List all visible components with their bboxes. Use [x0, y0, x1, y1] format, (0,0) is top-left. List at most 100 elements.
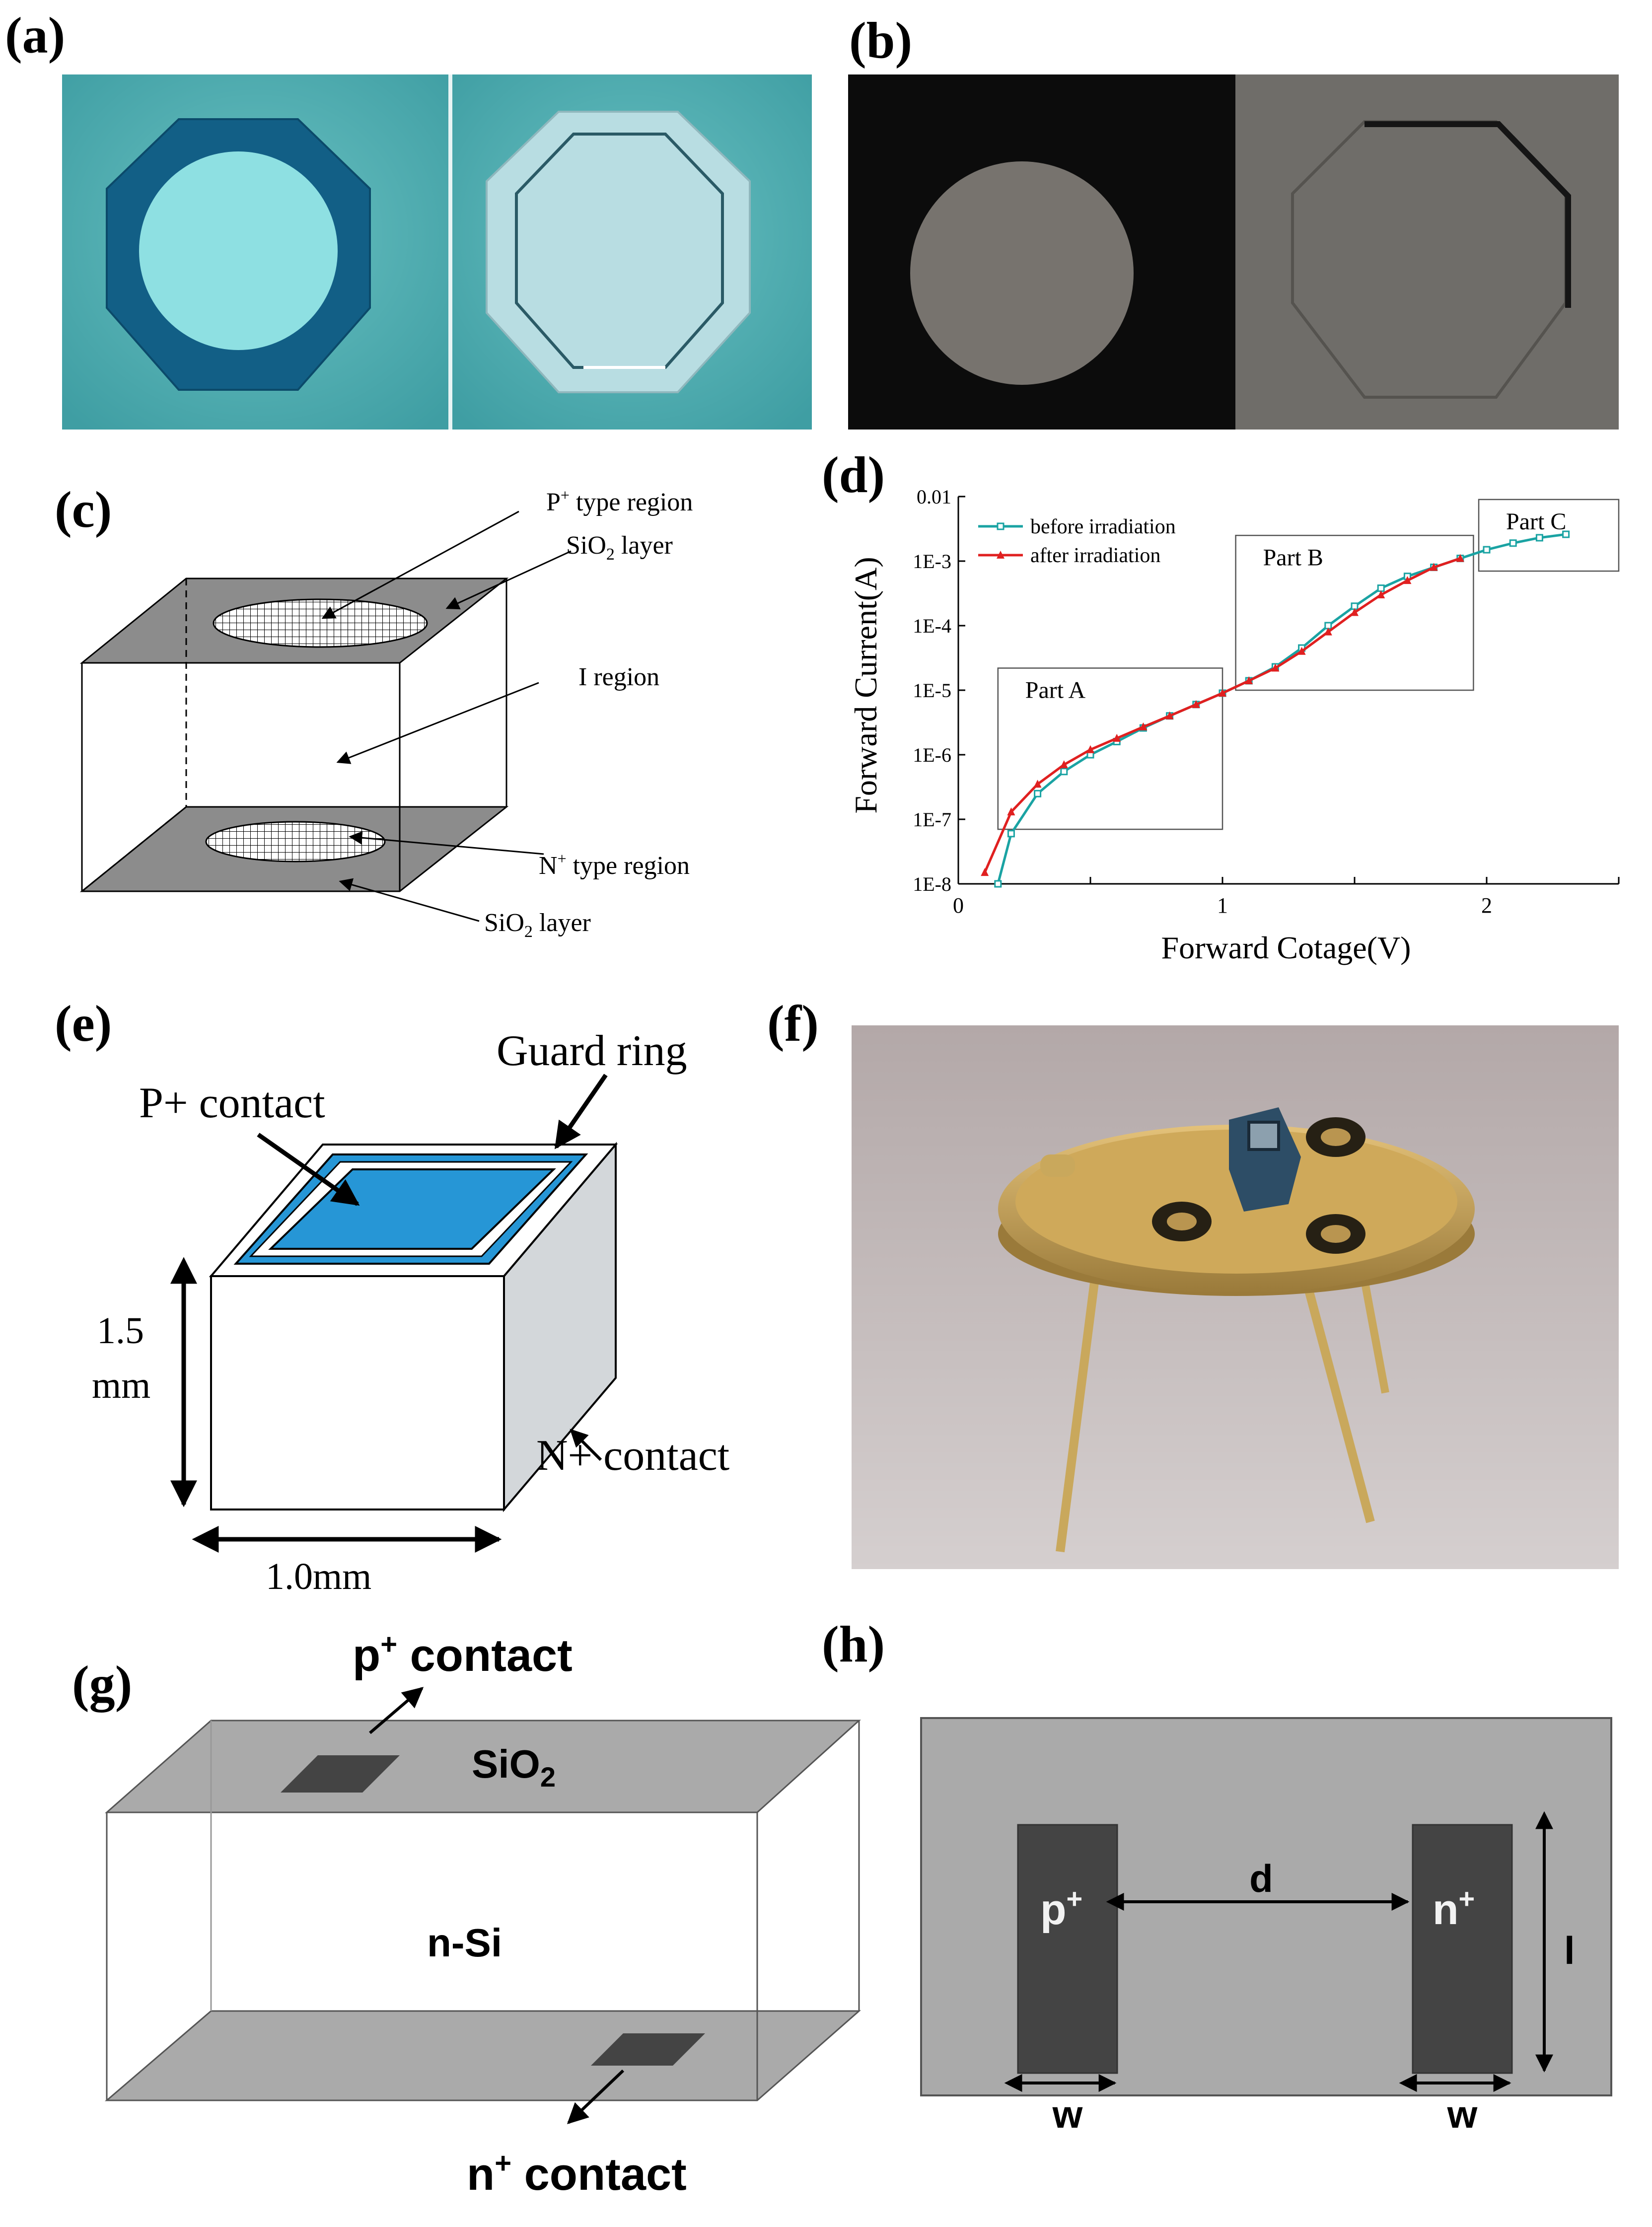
chart-data-point — [1456, 554, 1464, 562]
chart-legend-label: after irradiation — [1030, 544, 1160, 567]
p-contact-label: p+ contact — [353, 1628, 573, 1681]
width-w-left-label: w — [1052, 2092, 1083, 2136]
detector-chip — [1229, 1107, 1301, 1212]
n-type-region — [205, 821, 386, 862]
chart-y-tick-label: 0.01 — [917, 486, 951, 508]
chart-x-axis-label: Forward Cotage(V) — [1161, 930, 1411, 965]
chart-data-point — [1034, 790, 1042, 797]
panel-f-label: (f) — [767, 995, 819, 1052]
width-w-right-label: w — [1447, 2092, 1478, 2136]
chart-data-point — [1297, 647, 1306, 655]
panel-a-photo — [62, 74, 812, 430]
guard-ring-label: Guard ring — [497, 1027, 687, 1075]
chart-data-point — [1033, 780, 1042, 788]
chart-y-tick-label: 1E-4 — [913, 615, 951, 637]
chart-data-point — [1165, 711, 1174, 719]
chart-legend-marker — [997, 551, 1005, 559]
sio2-layer-bottom — [104, 2010, 861, 2101]
panel-b-photo — [848, 74, 1619, 430]
chart-region-box — [1478, 499, 1620, 572]
panel-g-label: (g) — [72, 1655, 133, 1713]
panel-d-chart: 1E-8 1E-7 1E-6 1E-5 1E-4 1E-3 0.01 0 1 2 Part A Pa… — [848, 486, 1620, 965]
p-contact-label: P+ contact — [139, 1079, 325, 1127]
chart-y-tick-label: 1E-3 — [913, 550, 951, 573]
chart-x-tick-label: 2 — [1481, 893, 1492, 918]
chart-data-point — [1086, 745, 1094, 753]
p-contact-pad — [281, 1755, 400, 1793]
panel-e-label: (e) — [55, 995, 112, 1052]
chart-data-point — [1007, 807, 1015, 816]
n-plus-region — [1412, 1824, 1513, 2074]
chart-region-label: Part B — [1263, 544, 1323, 571]
transistor-leg — [1056, 1278, 1099, 1553]
chart-region-box — [1235, 535, 1474, 691]
chart-data-point — [1271, 663, 1280, 672]
panel-a-label: (a) — [5, 7, 66, 64]
height-value-label: 1.5 — [97, 1310, 144, 1352]
n-si-label: n-Si — [427, 1921, 502, 1965]
chart-data-point — [1007, 830, 1015, 838]
length-l-label: l — [1564, 1929, 1575, 1972]
width-label: 1.0mm — [266, 1556, 371, 1597]
panel-b-label: (b) — [849, 12, 913, 69]
n-type-region-label: N+ type region — [539, 850, 690, 880]
chart-data-point — [1562, 530, 1570, 538]
chart-legend-label: before irradiation — [1030, 515, 1176, 538]
panel-c-diagram: P+ type region SiO2 layer I region N+ ty… — [79, 486, 693, 941]
p-plus-label: p+ — [1040, 1883, 1082, 1934]
chart-y-tick-label: 1E-7 — [913, 808, 951, 831]
chart-x-tick-label: 1 — [1217, 893, 1228, 918]
n-plus-label: n+ — [1433, 1883, 1475, 1934]
chart-data-point — [1430, 563, 1438, 571]
chart-data-point — [1535, 534, 1543, 542]
panel-e-diagram: P+ contact Guard ring 1.5 mm N+ contact … — [92, 1027, 729, 1597]
chart-data-point — [1113, 733, 1121, 742]
chart-data-point — [1060, 768, 1068, 776]
chart-data-point — [994, 880, 1002, 888]
chart-y-axis-label: Forward Current(A) — [848, 557, 883, 813]
transistor-leg — [1304, 1287, 1375, 1523]
sio2-bottom-label: SiO2 layer — [484, 909, 591, 941]
chip-front-face — [210, 1275, 505, 1510]
p-plus-region — [1017, 1824, 1118, 2074]
chart-data-point — [1483, 546, 1491, 554]
chart-data-point — [1139, 722, 1148, 730]
p-type-region-label: P+ type region — [546, 486, 693, 516]
sio2-top-label: SiO2 layer — [566, 531, 673, 564]
chart-data-point — [1377, 590, 1385, 598]
panel-d-label: (d) — [822, 446, 885, 503]
chart-y-tick-label: 1E-6 — [913, 744, 951, 766]
p-type-region — [213, 598, 428, 648]
chart-data-point — [1245, 676, 1253, 685]
chart-data-point — [1060, 760, 1068, 769]
chart-y-tick-label: 1E-5 — [913, 679, 951, 702]
chart-data-point — [981, 868, 989, 876]
chart-data-point — [1219, 688, 1226, 697]
sio2-label: SiO2 — [472, 1742, 556, 1793]
height-unit-label: mm — [92, 1365, 150, 1406]
panel-c-label: (c) — [55, 481, 112, 538]
chart-data-point — [1192, 700, 1200, 708]
circular-sample — [910, 161, 1134, 385]
octagon-light-sample — [486, 111, 751, 393]
n-contact-label: N+ contact — [536, 1432, 729, 1480]
chart-data-point — [1377, 584, 1385, 592]
chart-series-line — [997, 533, 1566, 884]
chart-data-point — [1509, 539, 1517, 547]
panel-g-diagram: p+ contact SiO2 n-Si n+ contact — [104, 1628, 861, 2200]
panel-h-diagram: p+ n+ d l w w — [920, 1717, 1612, 2136]
n-contact-pad — [591, 2033, 705, 2066]
distance-d-label: d — [1249, 1857, 1273, 1900]
chart-region-box — [997, 667, 1223, 830]
n-contact-label: n+ contact — [467, 2147, 687, 2200]
chart-x-tick-label: 0 — [953, 893, 964, 918]
panel-f-photo — [852, 1025, 1619, 1569]
chart-region-label: Part A — [1025, 677, 1086, 703]
panel-h-label: (h) — [822, 1616, 885, 1673]
chart-data-point — [1324, 627, 1332, 636]
chart-data-point — [1403, 576, 1412, 584]
chart-region-label: Part C — [1506, 508, 1566, 535]
chart-data-point — [1351, 608, 1359, 616]
i-region-label: I region — [578, 663, 659, 691]
chart-y-tick-label: 1E-8 — [913, 873, 951, 895]
